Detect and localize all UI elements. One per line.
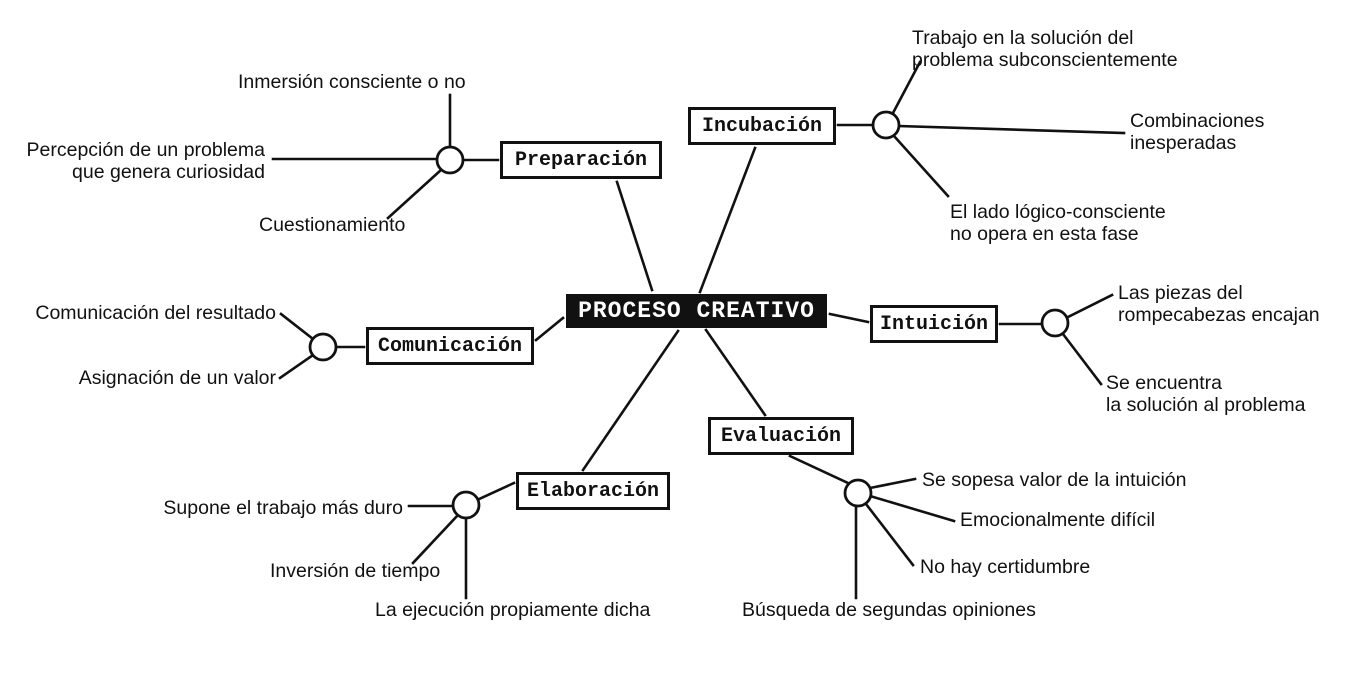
hub-circle-comunicacion [308, 332, 338, 362]
connector-line [868, 494, 956, 523]
leaf-label-incubacion-2: Combinaciones inesperadas [1130, 110, 1265, 154]
branch-node-label: Preparación [514, 148, 648, 172]
hub-circle-incubacion [871, 110, 901, 140]
branch-node-intuicion[interactable]: Intuición [870, 305, 998, 343]
connector-line [411, 513, 460, 565]
connector-line [698, 146, 757, 294]
leaf-label-preparacion-2: Percepción de un problema que genera cur… [26, 139, 266, 183]
branch-node-label: Comunicación [377, 334, 523, 358]
branch-node-evaluacion[interactable]: Evaluación [708, 417, 854, 455]
leaf-label-comunicacion-1: Comunicación del resultado [35, 302, 276, 324]
leaf-label-preparacion-1: Inmersión consciente o no [238, 71, 466, 93]
leaf-label-incubacion-1: Trabajo en la solución del problema subc… [912, 27, 1178, 71]
leaf-label-evaluacion-2: Emocionalmente difícil [960, 509, 1156, 531]
connector-line [864, 502, 915, 567]
branch-node-comunicacion[interactable]: Comunicación [366, 327, 534, 365]
leaf-label-comunicacion-2: Asignación de un valor [78, 367, 276, 389]
connector-line [475, 481, 516, 502]
hub-circle-intuicion [1040, 308, 1070, 338]
central-node-label: PROCESO CREATIVO [578, 298, 815, 324]
connector-line [892, 134, 950, 198]
connector-line [581, 329, 680, 472]
connector-line [868, 477, 917, 490]
branch-node-incubacion[interactable]: Incubación [688, 107, 836, 145]
branch-node-label: Elaboración [526, 479, 660, 503]
leaf-label-incubacion-3: El lado lógico-consciente no opera en es… [950, 201, 1166, 245]
central-node-proceso-creativo[interactable]: PROCESO CREATIVO [566, 294, 827, 328]
connector-line [279, 312, 315, 341]
leaf-label-intuicion-1: Las piezas del rompecabezas encajan [1118, 282, 1320, 326]
leaf-label-intuicion-2: Se encuentra la solución al problema [1106, 372, 1306, 416]
connector-line [897, 124, 1126, 135]
leaf-label-elaboracion-2: Inversión de tiempo [270, 560, 441, 582]
connector-line [615, 180, 654, 292]
hub-circle-evaluacion [843, 478, 873, 508]
connector-line [534, 316, 565, 342]
leaf-label-elaboracion-3: La ejecución propiamente dicha [375, 599, 651, 621]
connector-line [891, 60, 922, 115]
leaf-label-evaluacion-1: Se sopesa valor de la intuición [922, 469, 1187, 491]
connector-line [1061, 332, 1103, 386]
branch-node-preparacion[interactable]: Preparación [500, 141, 662, 179]
connector-line [386, 168, 443, 220]
hub-circle-elaboracion [451, 490, 481, 520]
hub-circle-preparacion [435, 145, 465, 175]
leaf-label-elaboracion-1: Supone el trabajo más duro [163, 497, 403, 519]
branch-node-label: Incubación [701, 114, 823, 138]
connector-line [788, 454, 850, 485]
branch-node-label: Evaluación [720, 424, 842, 448]
branch-node-elaboracion[interactable]: Elaboración [516, 472, 670, 510]
leaf-label-evaluacion-4: Búsqueda de segundas opiniones [742, 599, 1036, 621]
branch-node-label: Intuición [879, 312, 989, 336]
connector-line [828, 312, 870, 324]
connector-line [704, 328, 767, 417]
connector-line [278, 353, 315, 380]
leaf-label-preparacion-3: Cuestionamiento [259, 214, 406, 236]
connector-line [1064, 293, 1114, 320]
leaf-label-evaluacion-3: No hay certidumbre [920, 556, 1091, 578]
